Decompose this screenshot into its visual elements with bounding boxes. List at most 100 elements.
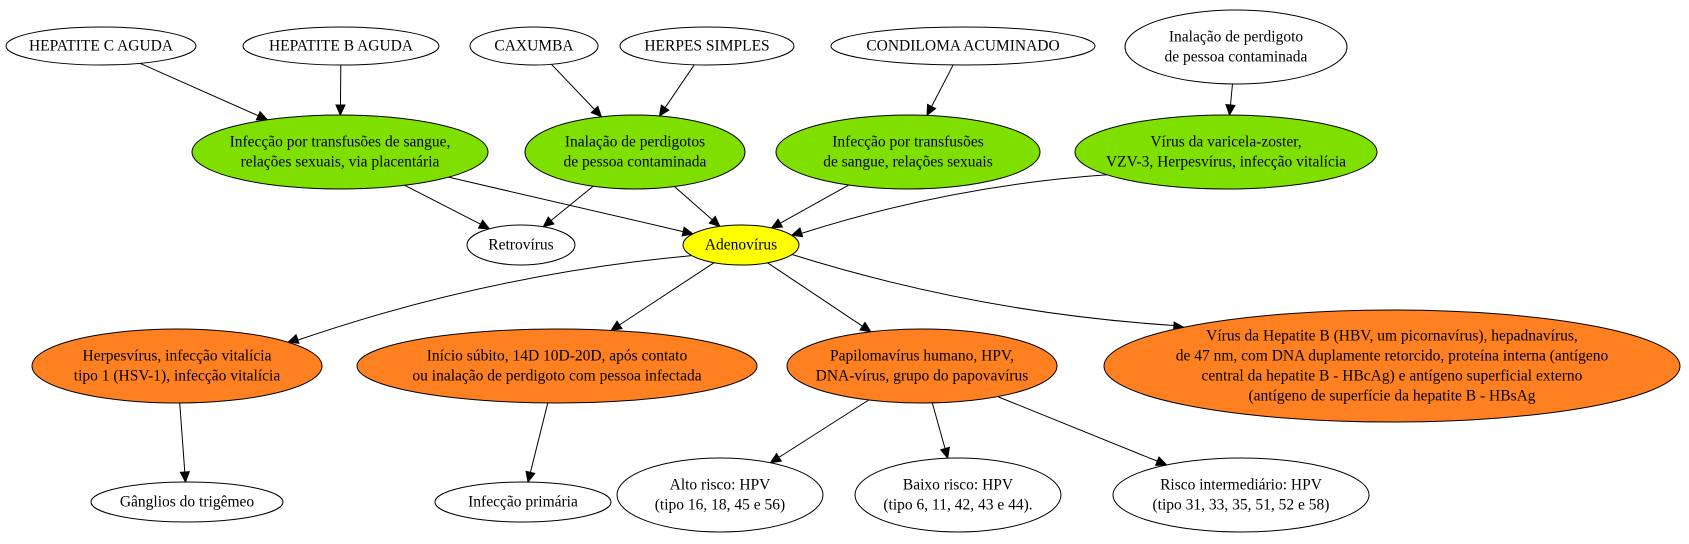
arrowhead xyxy=(770,218,784,229)
node-label-line: de pessoa contaminada xyxy=(564,154,707,171)
node-retrovirus: Retrovírus xyxy=(466,224,576,266)
edge-papiloma-to-baixo_risco xyxy=(931,402,950,460)
node-varicela: Vírus da varicela-zoster,VZV-3, Herpesví… xyxy=(1074,114,1378,190)
edge-line xyxy=(179,402,186,473)
edge-infeccao_transf_1-to-adenovirus xyxy=(448,176,695,237)
node-ellipse xyxy=(469,26,599,66)
node-label-line: Papilomavírus humano, HPV, xyxy=(830,348,1014,365)
arrowhead xyxy=(658,104,670,117)
node-label-line: relações sexuais, via placentária xyxy=(241,154,440,171)
node-label-line: Infecção por transfusões xyxy=(832,134,984,151)
edge-infeccao_transf_2-to-adenovirus xyxy=(770,184,849,229)
node-label-line: tipo 1 (HSV-1), infecção vitalícia xyxy=(74,368,281,385)
arrowhead xyxy=(590,105,603,118)
edge-papiloma-to-alto_risco xyxy=(769,399,870,464)
node-ellipse xyxy=(1124,9,1348,85)
edge-line xyxy=(780,184,849,224)
node-ellipse xyxy=(619,26,795,66)
node-label-line: Vírus da Hepatite B (HBV, um picornavíru… xyxy=(1206,328,1578,345)
node-label-line: Baixo risco: HPV xyxy=(903,477,1014,494)
edge-herpes_simples-to-inalacao_green xyxy=(658,64,695,117)
node-label-line: HERPES SIMPLES xyxy=(644,38,769,55)
arrowhead xyxy=(769,452,783,464)
edge-adenovirus-to-inicio_subito xyxy=(610,262,715,332)
node-ellipse xyxy=(854,457,1062,533)
node-inalacao-green: Inalação de perdigotos de pessoa contamin… xyxy=(524,114,746,190)
edge-line xyxy=(674,186,713,221)
node-herpesvirus: Herpesvírus, infecção vitalícia tipo 1 (H… xyxy=(31,328,323,404)
edge-caxumba-to-inalacao_green xyxy=(551,63,603,118)
node-label-line: de pessoa contaminada xyxy=(1165,49,1308,66)
node-ellipse xyxy=(191,114,489,190)
node-label-line: Inalação de perdigotos xyxy=(565,134,705,151)
edge-varicela-to-adenovirus xyxy=(790,174,1108,238)
arrowhead xyxy=(939,446,950,460)
edge-herpesvirus-to-ganglios xyxy=(179,402,191,484)
arrowhead xyxy=(335,104,346,117)
node-baixo-risco: Baixo risco: HPV (tipo 6, 11, 42, 43 e 44… xyxy=(854,457,1062,533)
node-label-line: CAXUMBA xyxy=(494,38,574,55)
node-ellipse xyxy=(1074,114,1378,190)
edge-line xyxy=(550,185,594,221)
node-label-line: (tipo 6, 11, 42, 43 e 44). xyxy=(883,497,1032,514)
edge-inalacao_green-to-adenovirus xyxy=(674,186,721,228)
arrowhead xyxy=(926,103,937,117)
edge-line xyxy=(1229,83,1233,106)
node-adenovirus: Adenovírus xyxy=(682,224,800,266)
edge-line xyxy=(767,262,863,327)
edge-inicio_subito-to-infeccao_primaria xyxy=(525,402,549,484)
node-herpes-simples: HERPES SIMPLES xyxy=(619,26,795,66)
node-ellipse xyxy=(775,114,1041,190)
edge-line xyxy=(931,64,954,107)
edge-hep_b-to-infeccao_transf_1 xyxy=(335,64,346,117)
node-label-line: (tipo 31, 33, 35, 51, 52 e 58) xyxy=(1153,497,1330,514)
arrowhead xyxy=(610,320,623,332)
arrowhead xyxy=(681,226,695,237)
node-alto-risco: Alto risco: HPV (tipo 16, 18, 45 e 56) xyxy=(616,457,824,533)
node-ellipse xyxy=(90,481,284,523)
arrowhead xyxy=(255,110,269,121)
node-label-line: CONDILOMA ACUMINADO xyxy=(866,38,1059,55)
edge-adenovirus-to-papiloma xyxy=(767,262,872,333)
node-label-line: Retrovírus xyxy=(488,237,553,254)
edges-layer xyxy=(139,62,1236,484)
node-ellipse xyxy=(830,26,1096,66)
node-ellipse xyxy=(616,457,824,533)
node-ellipse xyxy=(434,481,612,523)
edge-line xyxy=(297,255,692,341)
edge-line xyxy=(529,402,549,473)
edge-adenovirus-to-herpesvirus xyxy=(286,255,692,344)
arrowhead xyxy=(1225,104,1236,117)
node-label-line: (antígeno de superfície da hepatite B - … xyxy=(1248,388,1535,405)
node-label-line: Alto risco: HPV xyxy=(670,477,772,494)
node-label-line: (tipo 16, 18, 45 e 56) xyxy=(655,497,785,514)
node-label-line: Herpesvírus, infecção vitalícia xyxy=(83,348,272,365)
node-hep-c: HEPATITE C AGUDA xyxy=(5,26,197,66)
edge-line xyxy=(551,63,595,110)
node-infeccao-transf-1: Infecção por transfusões de sangue,relaç… xyxy=(191,114,489,190)
arrowhead xyxy=(790,227,804,238)
edge-line xyxy=(801,174,1108,234)
edge-hep_c-to-infeccao_transf_1 xyxy=(139,62,269,121)
node-label-line: Inalação de perdigoto xyxy=(1169,29,1304,46)
node-hbv: Vírus da Hepatite B (HBV, um picornavíru… xyxy=(1103,309,1681,423)
node-inalacao-top: Inalação de perdigoto de pessoa contamina… xyxy=(1124,9,1348,85)
arrowhead xyxy=(525,470,536,484)
arrowhead xyxy=(859,321,872,333)
arrowhead xyxy=(542,216,555,228)
node-ellipse xyxy=(524,114,746,190)
node-ellipse xyxy=(786,328,1058,404)
edge-papiloma-to-risco_intermediario xyxy=(997,396,1168,466)
arrowhead xyxy=(477,219,491,230)
node-risco-intermediario: Risco intermediário: HPV(tipo 31, 33, 35… xyxy=(1112,457,1370,533)
node-label-line: DNA-vírus, grupo do papovavírus xyxy=(816,368,1029,385)
edge-line xyxy=(404,184,481,225)
node-ellipse xyxy=(682,224,800,266)
node-label-line: de 47 nm, com DNA duplamente retorcido, … xyxy=(1176,348,1609,365)
edge-line xyxy=(791,254,1175,326)
node-condiloma: CONDILOMA ACUMINADO xyxy=(830,26,1096,66)
node-label-line: VZV-3, Herpesvírus, infecção vitalícia xyxy=(1106,154,1346,171)
node-ellipse xyxy=(356,328,758,404)
node-ellipse xyxy=(242,26,440,66)
